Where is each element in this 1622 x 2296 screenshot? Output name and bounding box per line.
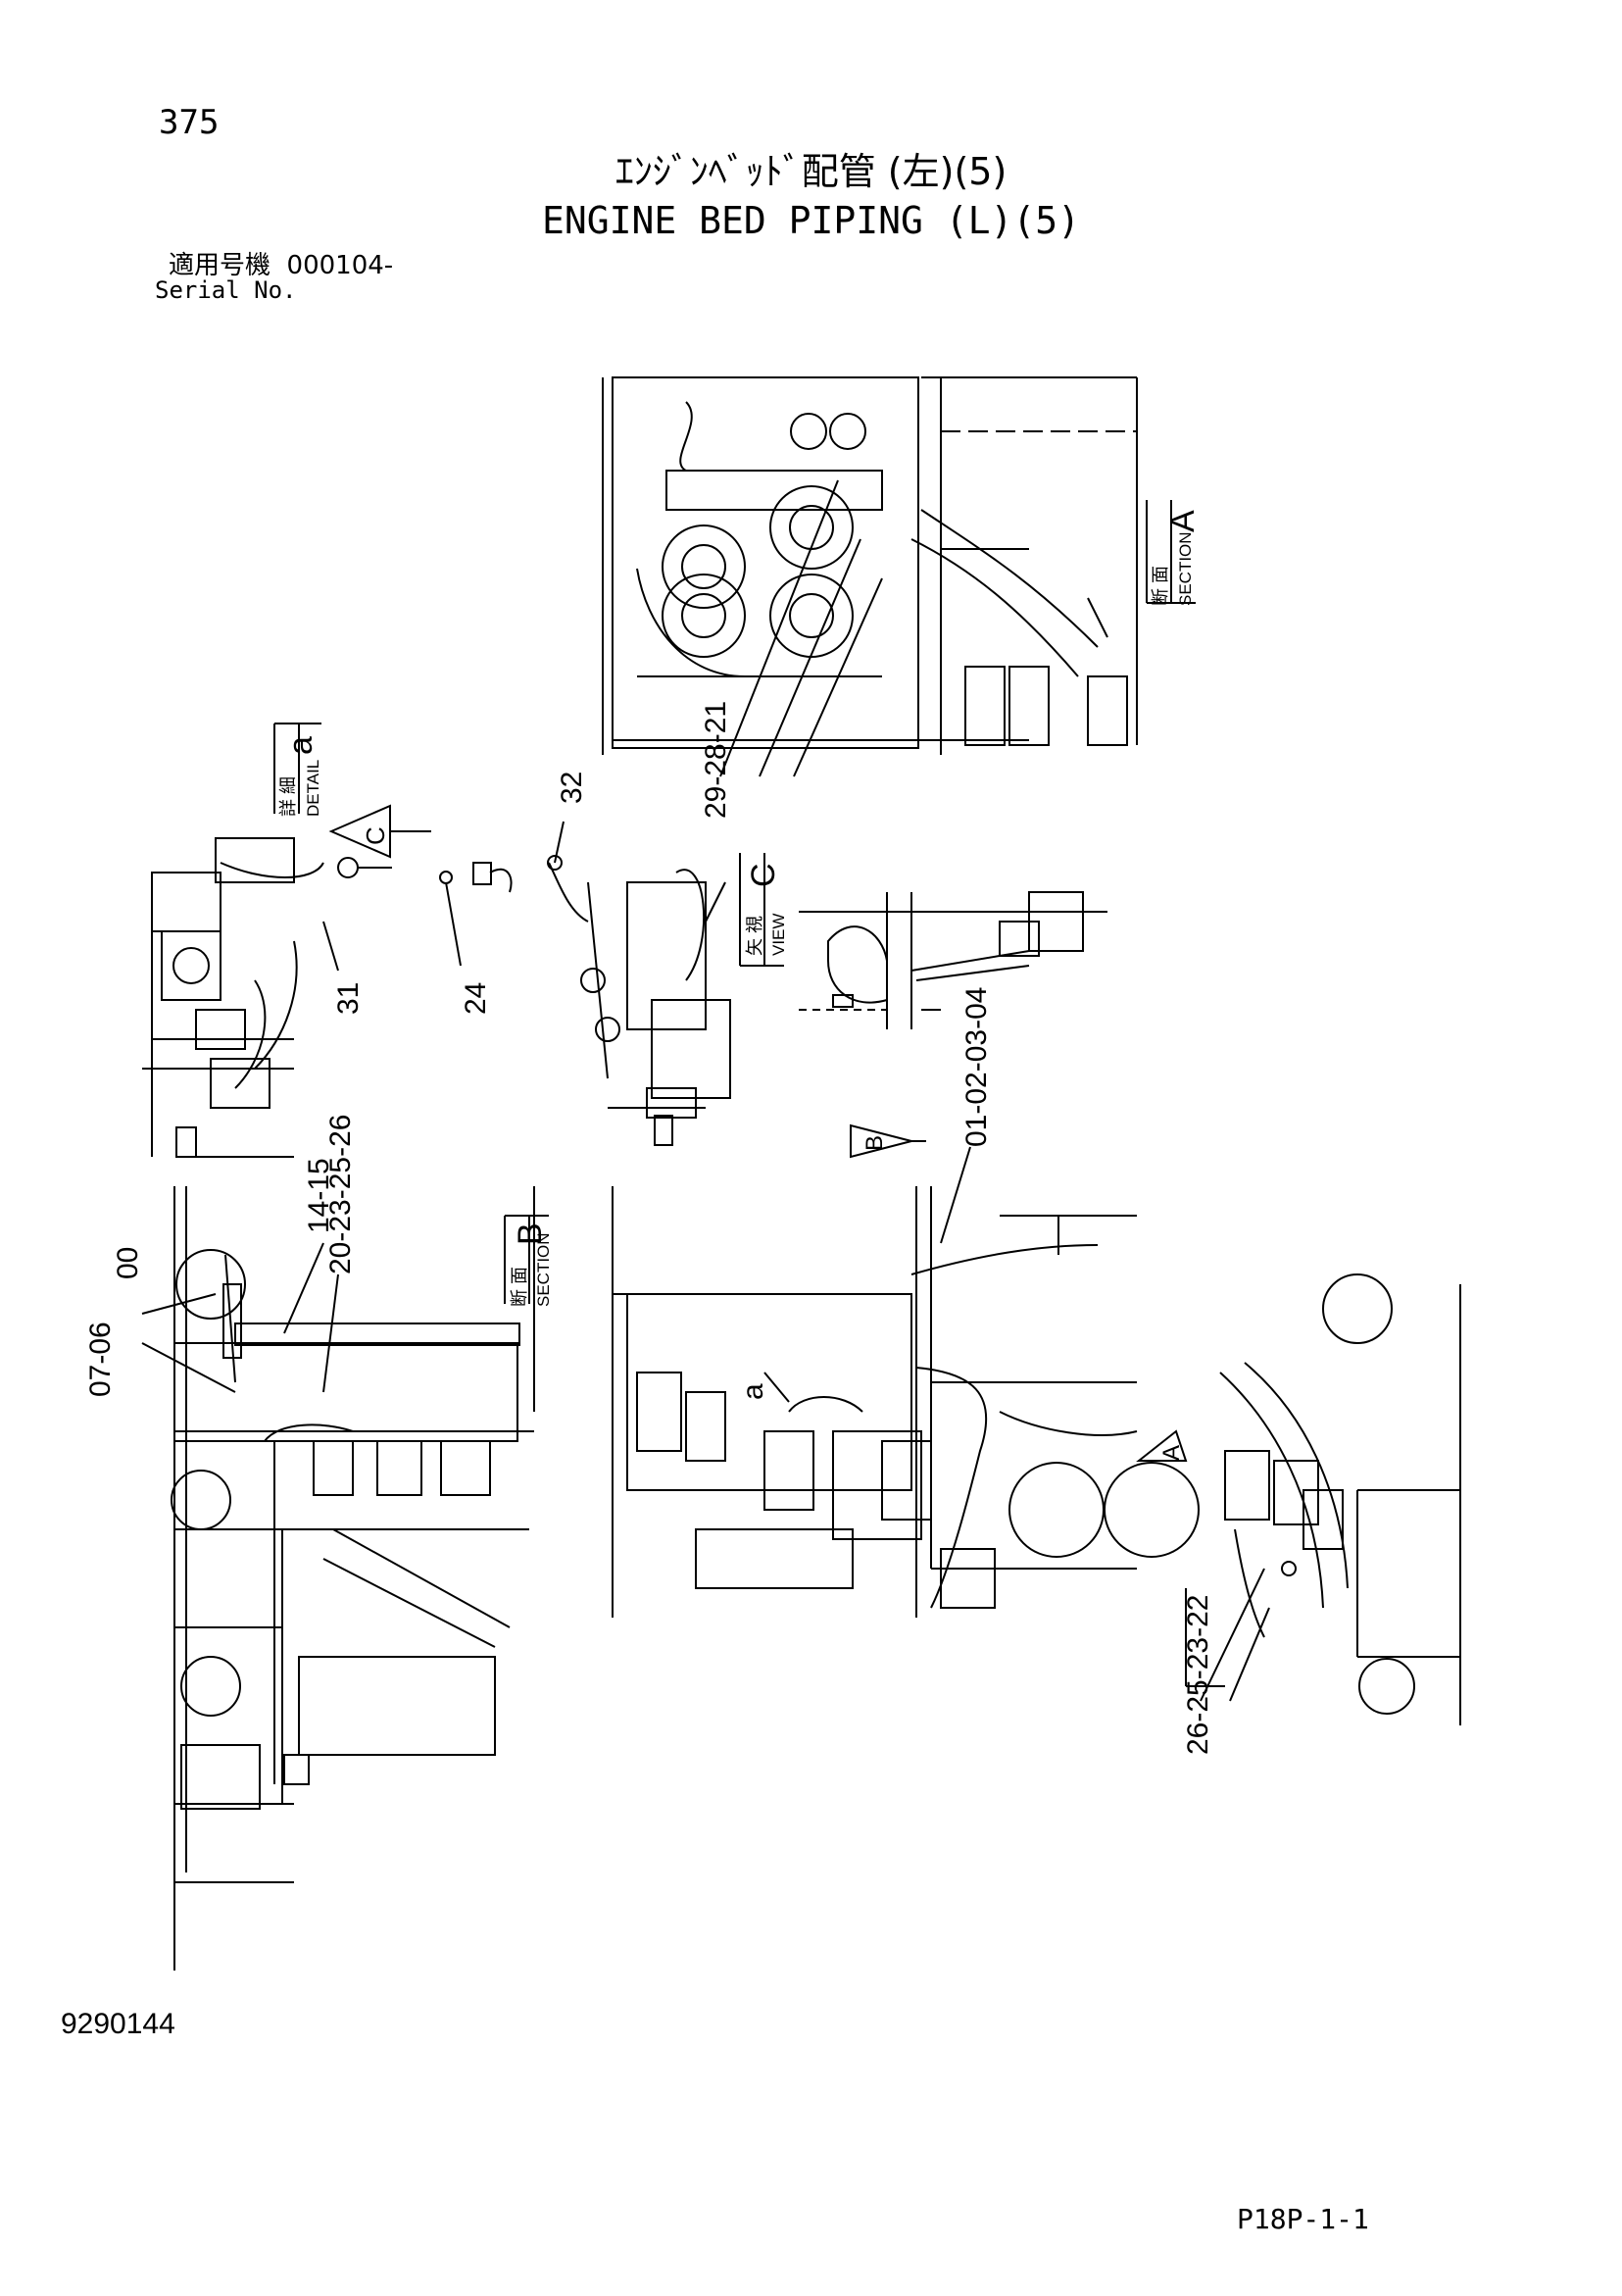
section-b-en: SECTION (534, 1232, 553, 1307)
callout-01-04: 01-02-03-04 (960, 987, 993, 1147)
main-view-drawing (612, 1186, 1200, 1618)
callout-26-22: 26-25-23-22 (1182, 1595, 1214, 1755)
page-number: 375 (159, 103, 220, 142)
title-english: ENGINE BED PIPING (L)(5) (541, 199, 1081, 242)
callout-20-26: 20-23-25-26 (324, 1115, 357, 1274)
callout-14-15: 14-15 (303, 1158, 335, 1233)
figure-code: P18P-1-1 (1237, 2203, 1369, 2235)
section-a-drawing (602, 376, 1138, 755)
far-right-view-drawing (1185, 1273, 1461, 1725)
title-japanese: ｴﾝｼﾞﾝﾍﾞｯﾄﾞ配管 (左)(5) (614, 150, 1008, 193)
callout-32: 32 (556, 772, 588, 804)
arrow-a-letter: A (1158, 1445, 1185, 1461)
serial-line-japanese: 適用号機 000104- (169, 253, 393, 278)
view-c-drawing (547, 821, 731, 1146)
section-b-drawing (171, 1186, 535, 1971)
serial-label-jp: 適用号機 (169, 251, 271, 280)
serial-label-english: Serial No. (155, 276, 297, 304)
view-c-detail-drawing (799, 891, 1107, 1029)
detail-a-jp: 詳 細 (278, 776, 298, 817)
arrow-c-letter: C (361, 826, 390, 845)
document-number: 9290144 (61, 2008, 175, 2040)
detail-a-drawing (142, 837, 392, 1158)
detail-a-letter: a (282, 736, 319, 755)
serial-value: 000104- (286, 251, 394, 280)
detail-callout-a: a (737, 1383, 769, 1400)
section-b-jp: 断 面 (510, 1267, 529, 1307)
callout-07-06: 07-06 (84, 1322, 117, 1397)
section-a-jp: 断 面 (1151, 566, 1170, 606)
callout-31: 31 (332, 982, 365, 1015)
view-c-letter: C (745, 863, 782, 887)
section-a-en: SECTION (1176, 531, 1195, 606)
view-c-en: VIEW (769, 914, 788, 956)
view-c-jp: 矢 視 (745, 916, 764, 956)
callout-00: 00 (112, 1247, 144, 1279)
section-b-letter: B (512, 1223, 549, 1245)
detail-a-en: DETAIL (304, 760, 322, 817)
callout-24: 24 (460, 982, 492, 1015)
callout-29-28-21: 29-28-21 (700, 701, 732, 819)
section-a-letter: A (1164, 510, 1202, 532)
arrow-b-letter: B (861, 1135, 888, 1151)
